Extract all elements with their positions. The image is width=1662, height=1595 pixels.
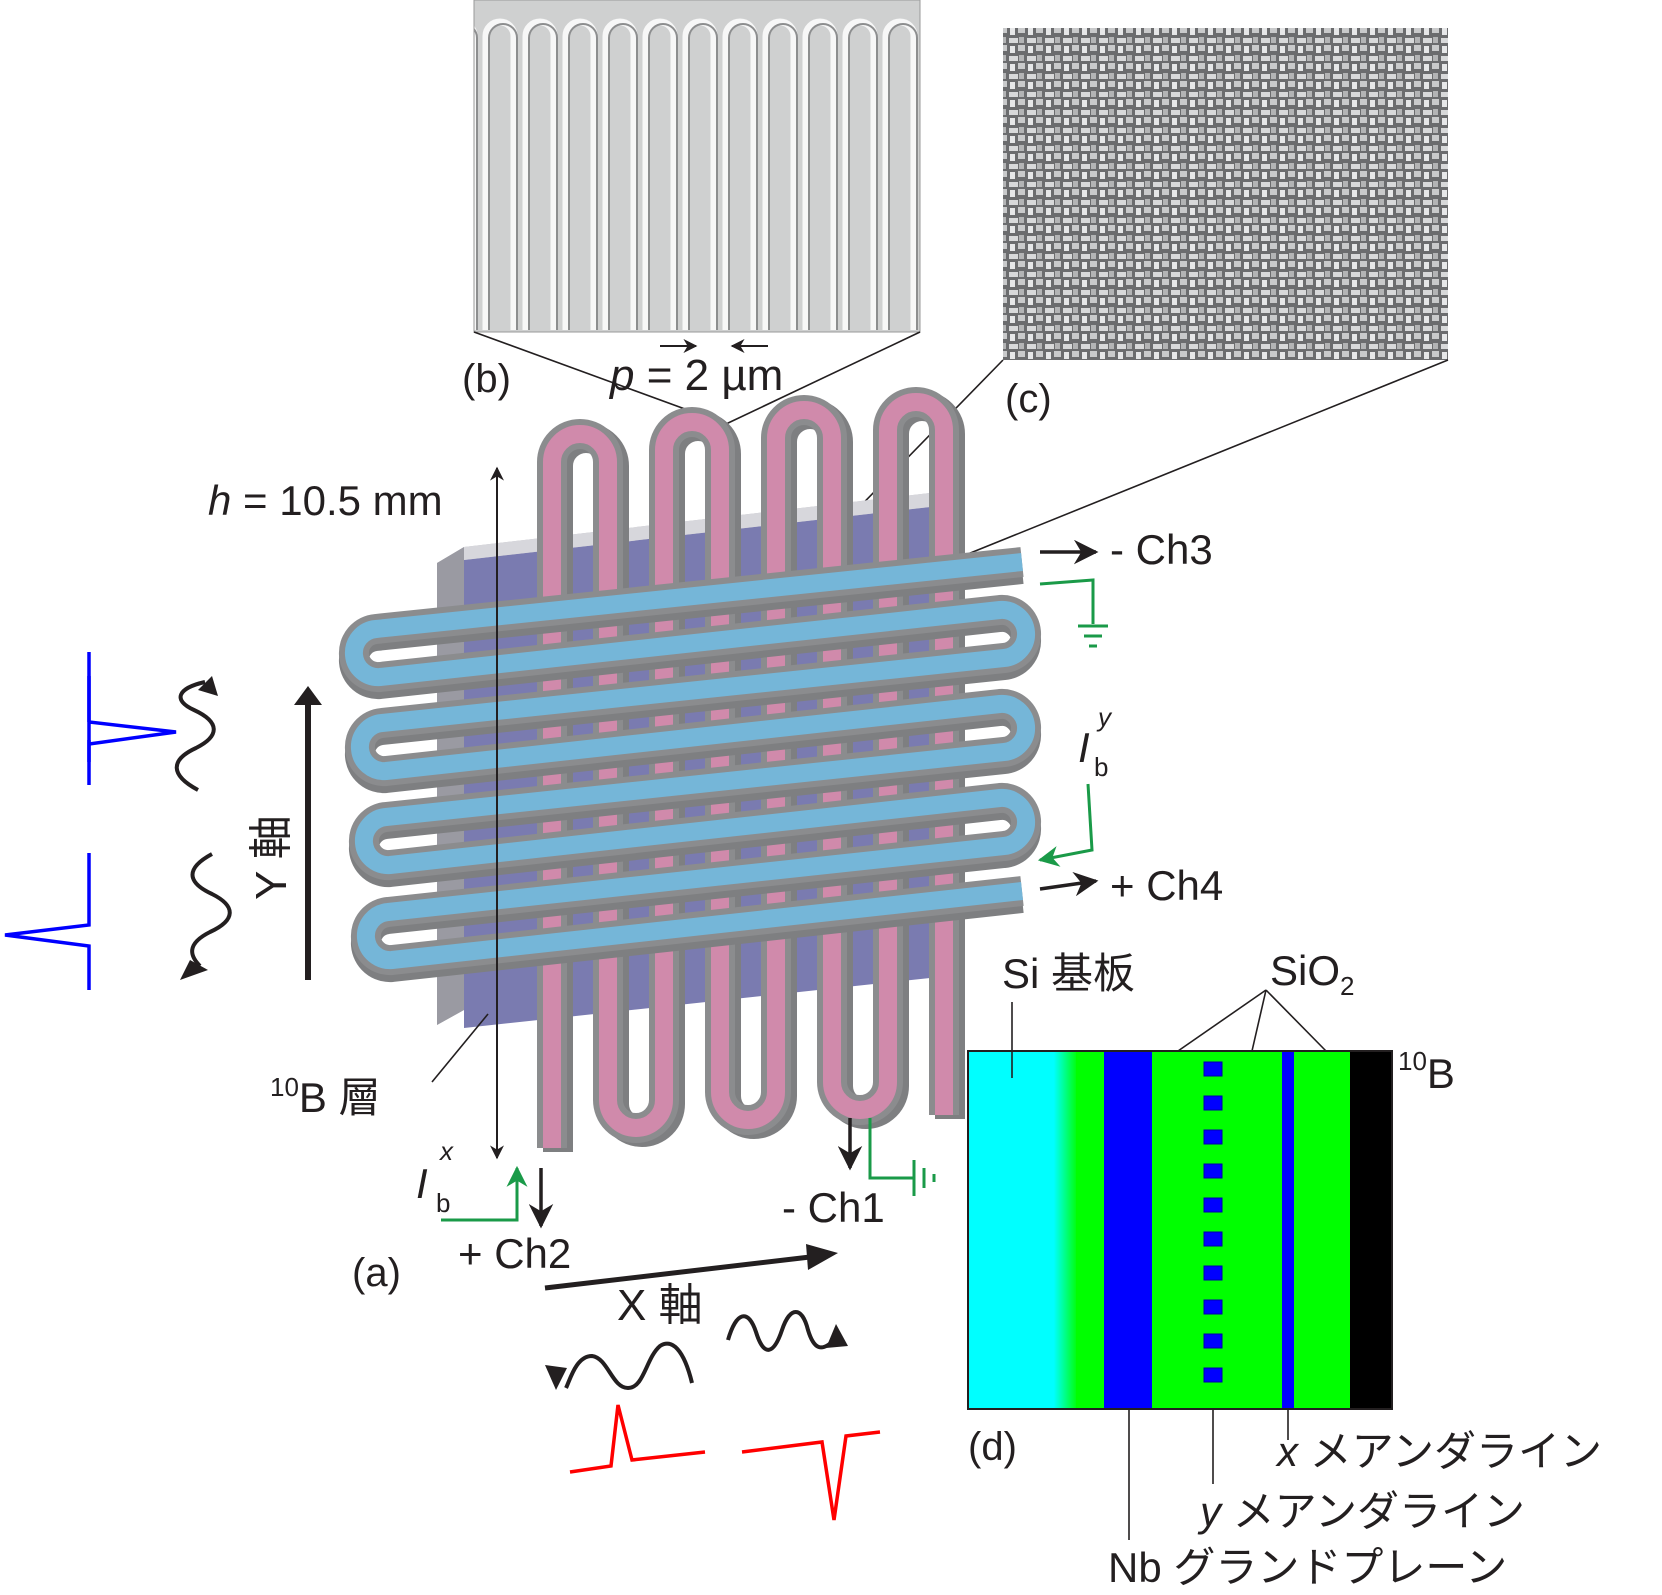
panel-label-d: (d) (968, 1425, 1017, 1469)
nb-ground-plane-label: グランドプレーン (1162, 1544, 1508, 1591)
ib-x-sub: b (436, 1188, 450, 1218)
x-meander-layer (1282, 1051, 1294, 1409)
ib-x-symbol: I (416, 1160, 428, 1207)
ib-y-symbol: I (1078, 724, 1090, 771)
panel-label-b: (b) (462, 357, 511, 401)
wave-left-icon (545, 1341, 694, 1391)
pitch-var: p (608, 351, 634, 400)
ch3-output: - Ch3 (1039, 526, 1213, 648)
wave-down-icon (180, 852, 232, 980)
x-axis-label: X 軸 (617, 1281, 703, 1330)
pulse-red-right (741, 1430, 881, 1521)
b10-layer-sup: 10 (270, 1072, 299, 1102)
y-meander-line (338, 547, 1042, 983)
height-var: h (208, 477, 231, 524)
si-layer (968, 1051, 1078, 1409)
sio2-sub: 2 (1340, 971, 1354, 1001)
panel-label-c: (c) (1005, 377, 1052, 421)
svg-text:10B 層: 10B 層 (270, 1072, 381, 1121)
y-meander-var: y (1197, 1488, 1224, 1535)
ch1-label: - Ch1 (782, 1184, 885, 1231)
b10-label: B (1427, 1050, 1455, 1097)
ch4-label: + Ch4 (1110, 862, 1223, 909)
cross-section-d: Si 基板 SiO2 10B x メアンダライン y メアンダライン Nb グラ… (967, 947, 1602, 1591)
height-value: = 10.5 mm (231, 477, 442, 524)
svg-text:h = 10.5 mm: h = 10.5 mm (208, 477, 443, 524)
b10-layer-text: B 層 (299, 1074, 381, 1121)
svg-text:Nb グランドプレーン: Nb グランドプレーン (1108, 1544, 1507, 1591)
wave-up-icon (174, 676, 218, 792)
svg-text:p = 2 µm: p = 2 µm (608, 351, 783, 400)
x-axis-arrow: X 軸 (544, 1244, 838, 1330)
b10-layer-label: 10B 層 (270, 1013, 489, 1121)
nb-var: Nb (1108, 1544, 1162, 1591)
svg-text:10B: 10B (1398, 1046, 1455, 1097)
micrograph-b (473, 0, 921, 425)
ib-y-sub: b (1094, 752, 1108, 782)
height-dimension: h = 10.5 mm (208, 466, 504, 1160)
pulse-blue-bottom (4, 853, 91, 990)
pitch-dimension: p = 2 µm (608, 339, 783, 400)
ib-x-sup: x (438, 1136, 454, 1166)
wave-right-icon (726, 1310, 848, 1352)
svg-text:y メアンダライン: y メアンダライン (1197, 1488, 1525, 1535)
ib-y-sup: y (1096, 702, 1113, 732)
x-meander-label: メアンダライン (1298, 1428, 1602, 1475)
y-meander-label: メアンダライン (1221, 1488, 1525, 1535)
si-substrate-label: Si 基板 (1002, 950, 1135, 997)
ch1-output: - Ch1 (782, 1118, 936, 1231)
y-axis-label: Y 軸 (247, 815, 296, 900)
b10-film-layer (1350, 1051, 1392, 1409)
pulse-red-left (569, 1404, 706, 1474)
sio2-layer-2 (1152, 1051, 1282, 1409)
ch3-label: - Ch3 (1110, 526, 1213, 573)
pitch-value: = 2 µm (634, 351, 783, 400)
b10-sup: 10 (1398, 1046, 1427, 1076)
sio2-layer-1 (1076, 1051, 1106, 1409)
ch2-output: + Ch2 I x b (416, 1136, 571, 1277)
svg-text:x メアンダライン: x メアンダライン (1275, 1428, 1602, 1475)
panel-label-a: (a) (352, 1251, 401, 1295)
y-axis-arrow: Y 軸 (247, 686, 322, 980)
pulse-blue-top (87, 652, 177, 785)
sio2-layer-3 (1294, 1051, 1352, 1409)
nb-layer (1104, 1051, 1154, 1409)
y-meander-dots (1203, 1061, 1223, 1383)
micrograph-c (712, 28, 1449, 658)
x-meander-line (537, 387, 965, 1152)
svg-text:SiO2: SiO2 (1270, 947, 1354, 1001)
x-meander-var: x (1275, 1428, 1300, 1475)
sio2-label: SiO (1270, 947, 1340, 994)
ch2-label: + Ch2 (458, 1230, 571, 1277)
ch4-output: + Ch4 I y b (1037, 702, 1223, 909)
